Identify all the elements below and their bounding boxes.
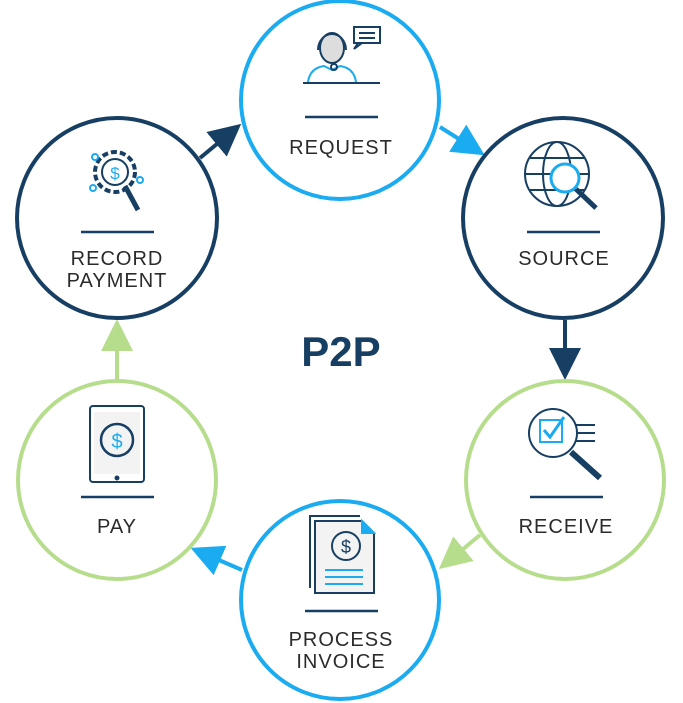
step-pay: $ PAY [16,379,218,581]
step-process-invoice: $ PROCESS INVOICE [239,499,441,701]
step-label: PAY [97,516,137,538]
customer-support-icon [303,26,381,84]
step-receive: RECEIVE [464,379,666,581]
arrow-receive-to-process [438,533,482,570]
arrow-process-to-pay [190,545,243,576]
step-label: REQUEST [289,137,393,159]
svg-text:$: $ [341,537,351,557]
step-label-line2: INVOICE [296,651,385,673]
invoice-dollar-icon: $ [309,515,377,594]
diagram-title: P2P [301,328,380,375]
gear-dollar-search-icon: $ [89,150,144,212]
tablet-dollar-icon: $ [89,405,145,483]
step-request: REQUEST [239,0,441,201]
step-label-line1: RECORD [71,248,164,270]
step-label-line2: PAYMENT [67,270,168,292]
step-label: RECEIVE [519,516,614,538]
step-source: SOURCE [461,116,665,320]
step-label: SOURCE [518,248,610,270]
step-record-payment: $ RECORD PAYMENT [15,116,219,320]
arrow-request-to-source [438,124,485,156]
svg-text:$: $ [111,431,122,453]
step-label-line1: PROCESS [289,629,394,651]
svg-text:$: $ [110,164,120,183]
globe-search-icon [524,141,598,210]
arrow-record-to-request [198,123,242,160]
checklist-magnifier-icon [528,408,603,481]
